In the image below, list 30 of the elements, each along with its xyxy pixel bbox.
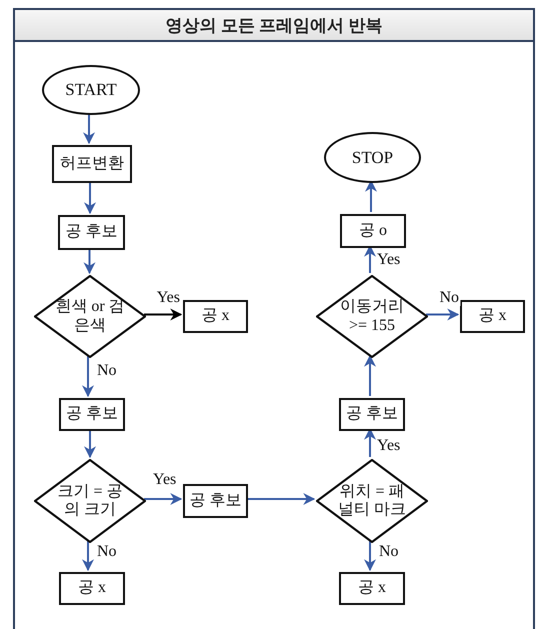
terminal-oval: STOP xyxy=(324,132,421,183)
process-box: 공 x xyxy=(59,572,125,605)
arrow xyxy=(246,493,316,505)
arrow xyxy=(84,248,96,274)
arrow xyxy=(84,429,96,458)
process-box: 공 x xyxy=(183,300,248,333)
process-box: 공 후보 xyxy=(183,484,248,518)
arrow xyxy=(82,541,94,572)
process-box: 공 o xyxy=(340,214,406,248)
process-box: 공 후보 xyxy=(339,398,405,431)
arrow xyxy=(364,541,376,572)
decision-diamond: 크기 = 공의 크기 xyxy=(34,459,146,543)
terminal-oval: START xyxy=(42,65,140,115)
arrow xyxy=(84,181,96,214)
process-box: 공 x xyxy=(460,300,525,333)
process-box: 공 x xyxy=(339,572,405,605)
decision-diamond: 흰색 or 검은색 xyxy=(34,275,146,358)
process-box: 허프변환 xyxy=(52,145,132,183)
arrow xyxy=(83,113,95,144)
frame-heading: 영상의 모든 프레임에서 반복 xyxy=(15,10,533,42)
decision-diamond: 위치 = 패널티 마크 xyxy=(316,459,428,543)
loop-frame xyxy=(13,8,535,629)
arrow xyxy=(144,493,182,505)
arrow xyxy=(426,308,460,320)
arrow xyxy=(144,308,182,320)
arrow xyxy=(82,356,94,398)
arrow xyxy=(364,354,376,396)
decision-diamond: 이동거리 >= 155 xyxy=(316,275,428,358)
process-box: 공 후보 xyxy=(58,215,125,250)
process-box: 공 후보 xyxy=(59,398,125,431)
